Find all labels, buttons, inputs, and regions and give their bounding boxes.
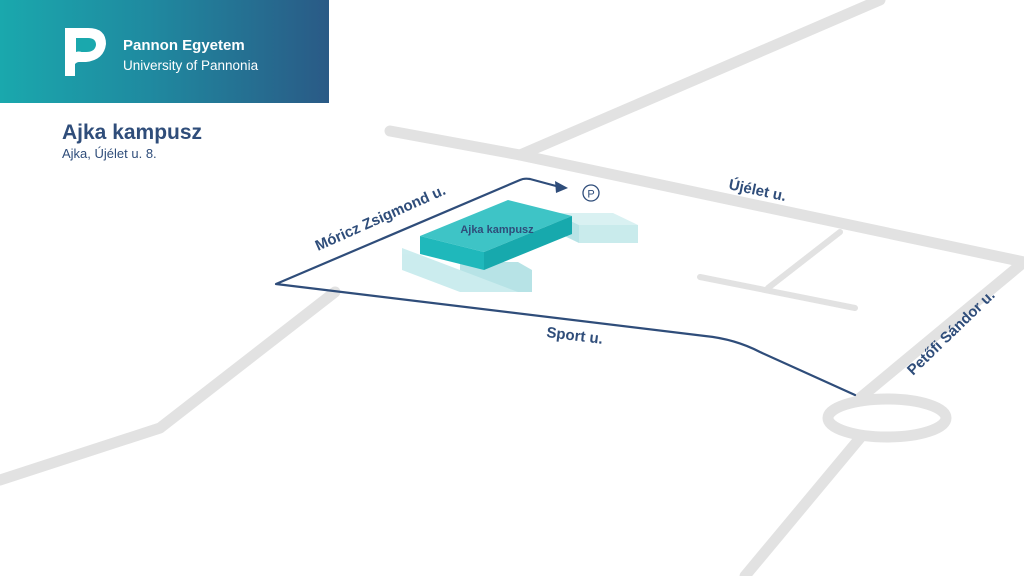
brand-subtitle: University of Pannonia [123,58,259,73]
street-label-sport: Sport u. [546,324,604,348]
road-south [739,432,866,576]
road-ujelet [384,125,1024,268]
campus-buildings: Ajka kampusz [402,200,638,292]
parking-icon: P [582,184,600,202]
street-label-petofi: Petőfi Sándor u. [904,287,999,379]
university-logo-icon [65,28,106,76]
page-title: Ajka kampusz [62,121,203,144]
roundabout [822,393,952,443]
road-inner-horizontal [697,274,858,311]
brand-banner: Pannon Egyetem University of Pannonia [0,0,329,103]
road-inner-diagonal [765,229,843,291]
route-arrow-icon [555,181,568,193]
building-label: Ajka kampusz [460,224,534,236]
building-main: Ajka kampusz [420,200,572,270]
parking-symbol: P [587,189,594,201]
road-petofi [854,256,1024,404]
campus-address: Ajka, Újélet u. 8. [62,146,157,161]
route-line [274,177,857,397]
road-west [0,286,341,486]
brand-name: Pannon Egyetem [123,37,245,54]
road-northeast [514,0,886,161]
